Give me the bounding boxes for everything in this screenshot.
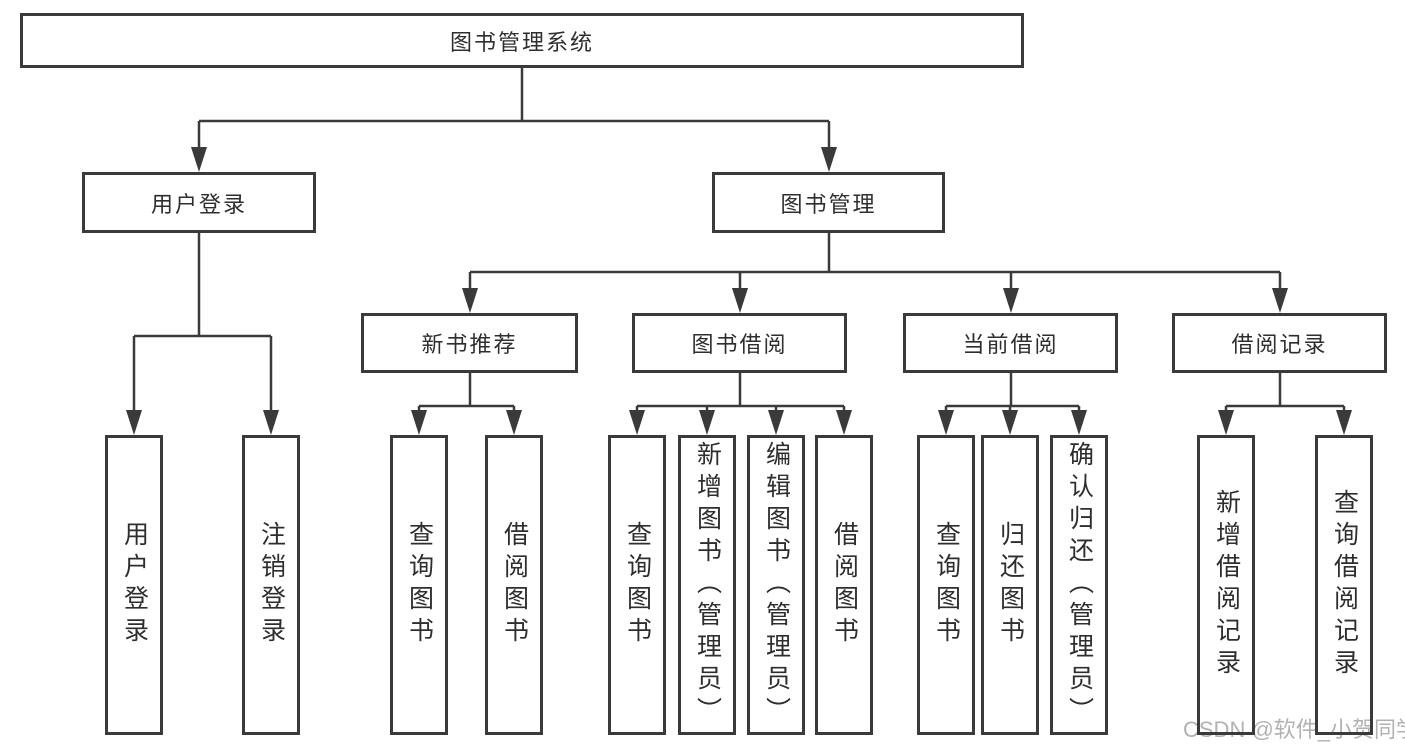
leaf-borrow-books: 借阅图书 <box>815 435 873 735</box>
leaf-label: 查询图书 <box>623 521 652 649</box>
connector-newbook-to-leaves <box>417 373 516 412</box>
arrowhead-icon <box>126 410 142 435</box>
leaf-label: 借阅图书 <box>500 521 529 649</box>
arrowhead-icon <box>1002 410 1018 435</box>
connector-current-to-leaves <box>944 373 1081 412</box>
arrowhead-icon <box>462 288 478 313</box>
leaf-query-borrow-record: 查询借阅记录 <box>1315 435 1373 735</box>
arrowhead-icon <box>506 410 522 435</box>
node-book-borrowing: 图书借阅 <box>632 313 847 373</box>
leaf-add-books-admin: 新增图书（管理员） <box>678 435 736 735</box>
arrowhead-icon <box>1071 410 1087 435</box>
leaf-return-books: 归还图书 <box>981 435 1039 735</box>
arrowhead-icon <box>938 410 954 435</box>
leaf-query-books: 查询图书 <box>390 435 448 735</box>
node-current-borrowing: 当前借阅 <box>903 313 1118 373</box>
leaf-label: 查询图书 <box>932 521 961 649</box>
leaf-user-login: 用户登录 <box>105 435 163 735</box>
arrowhead-icon <box>1336 410 1352 435</box>
node-borrowing-records: 借阅记录 <box>1172 313 1387 373</box>
connector-borrowing-to-leaves <box>635 373 846 412</box>
leaf-label: 查询借阅记录 <box>1330 489 1359 681</box>
arrowhead-icon <box>1272 288 1288 313</box>
leaf-borrow-books: 借阅图书 <box>485 435 543 735</box>
arrowhead-icon <box>836 410 852 435</box>
connector-bookmgmt-to-level3 <box>468 233 1282 291</box>
node-book-management: 图书管理 <box>712 172 945 233</box>
leaf-label: 归还图书 <box>996 521 1025 649</box>
arrowhead-icon <box>191 147 207 172</box>
leaf-logout: 注销登录 <box>242 435 300 735</box>
arrowhead-icon <box>629 410 645 435</box>
arrowhead-icon <box>732 288 748 313</box>
node-new-book-recommendation: 新书推荐 <box>361 313 578 373</box>
arrowhead-icon <box>1218 410 1234 435</box>
leaf-query-books: 查询图书 <box>917 435 975 735</box>
node-user-login: 用户登录 <box>82 172 316 233</box>
leaf-label: 新增图书（管理员） <box>693 441 722 729</box>
leaf-label: 编辑图书（管理员） <box>762 441 791 729</box>
csdn-watermark: CSDN @软件_小贺同学 <box>1183 717 1405 742</box>
leaf-query-books: 查询图书 <box>608 435 666 735</box>
node-library-management-system: 图书管理系统 <box>20 13 1024 68</box>
connector-root-to-level2 <box>197 68 831 150</box>
arrowhead-icon <box>411 410 427 435</box>
leaf-confirm-return-admin: 确认归还（管理员） <box>1050 435 1108 735</box>
arrowhead-icon <box>699 410 715 435</box>
leaf-label: 新增借阅记录 <box>1212 489 1241 681</box>
arrowhead-icon <box>1003 288 1019 313</box>
arrowheads <box>126 147 1352 435</box>
arrowhead-icon <box>263 410 279 435</box>
connector-records-to-leaves <box>1224 373 1346 412</box>
leaf-label: 注销登录 <box>257 521 286 649</box>
arrowhead-icon <box>821 147 837 172</box>
leaf-label: 确认归还（管理员） <box>1065 441 1094 729</box>
leaf-label: 用户登录 <box>120 521 149 649</box>
connector-userlogin-to-leaves <box>132 233 273 413</box>
leaf-label: 借阅图书 <box>830 521 859 649</box>
arrowhead-icon <box>768 410 784 435</box>
leaf-label: 查询图书 <box>405 521 434 649</box>
leaf-edit-books-admin: 编辑图书（管理员） <box>747 435 805 735</box>
leaf-add-borrow-record: 新增借阅记录 <box>1197 435 1255 735</box>
